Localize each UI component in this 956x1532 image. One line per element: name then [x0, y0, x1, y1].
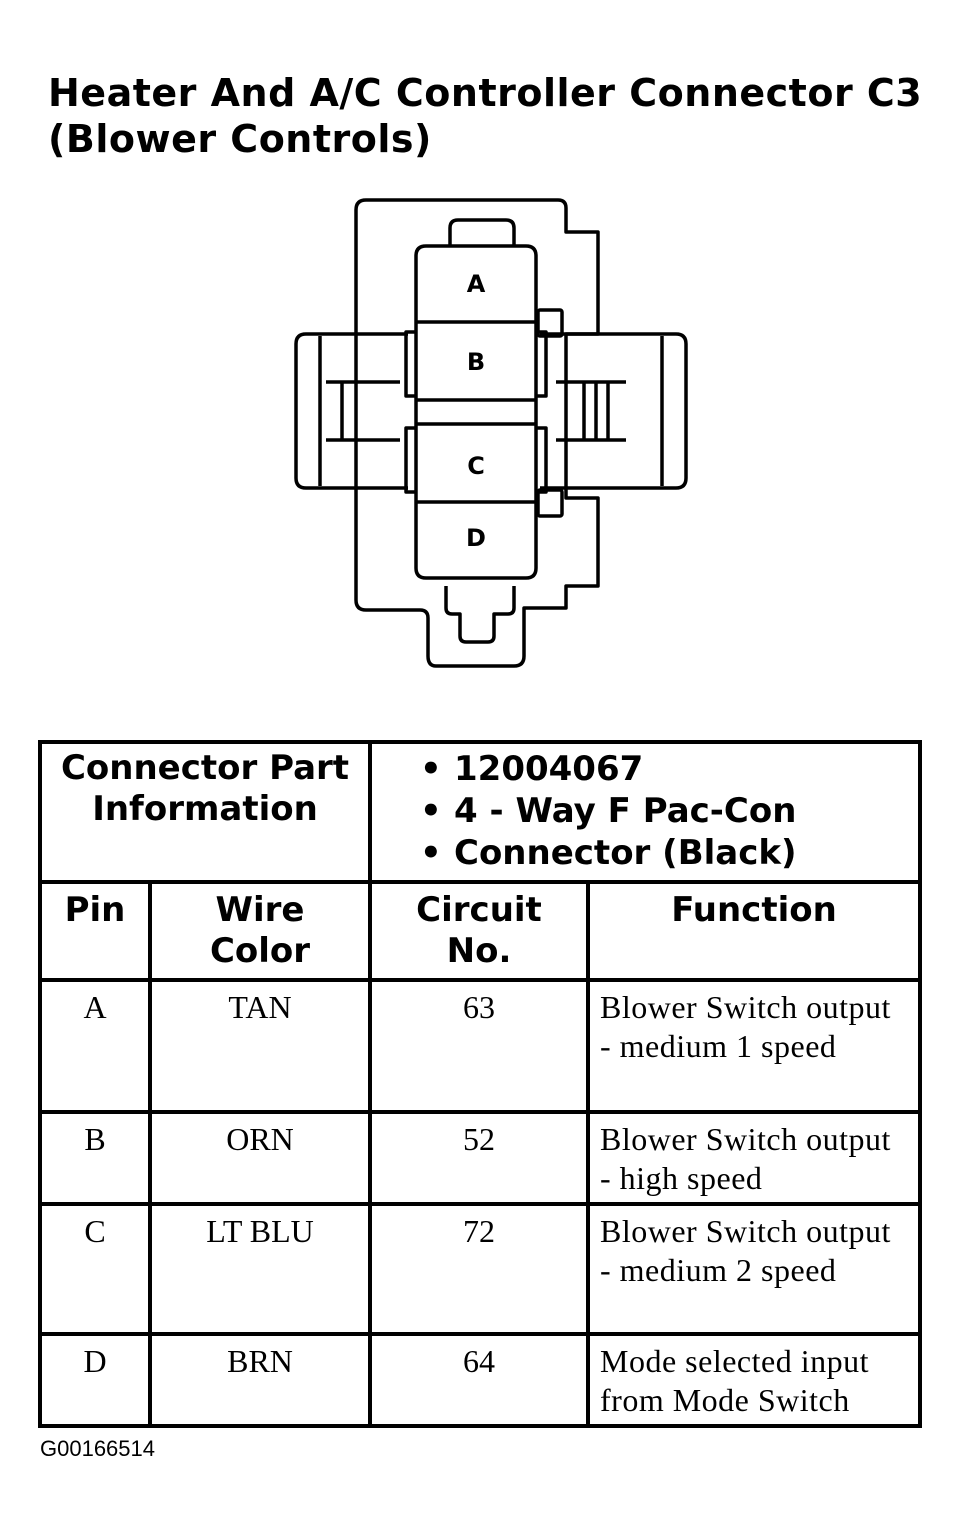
connector-type-continued: Connector (Black)	[420, 832, 918, 874]
col-header-pin-text: Pin	[64, 890, 126, 930]
column-header-row: Pin Wire Color Circuit No. Function	[38, 880, 923, 982]
col-header-wire-color: Wire Color	[148, 880, 372, 982]
col-header-circuit-line-1: Circuit	[416, 890, 542, 930]
part-number: 12004067	[420, 748, 918, 790]
title-line-1: Heater And A/C Controller Connector C3	[48, 71, 923, 115]
pin-label-d: D	[466, 524, 486, 552]
part-info-value: 12004067 4 - Way F Pac-Con Connector (Bl…	[367, 740, 923, 884]
table-row: A TAN 63 Blower Switch output - medium 1…	[38, 978, 923, 1114]
circuit-cell: 52	[368, 1110, 590, 1206]
pin-cell: D	[38, 1332, 152, 1428]
connector-type: 4 - Way F Pac-Con	[420, 790, 918, 832]
part-info-label-line-2: Information	[92, 789, 318, 829]
table-row: D BRN 64 Mode selected input from Mode S…	[38, 1332, 923, 1428]
part-info-row: Connector Part Information 12004067 4 - …	[38, 740, 923, 884]
function-cell: Blower Switch output - medium 1 speed	[585, 978, 923, 1114]
col-header-wire-color-line-1: Wire	[215, 890, 305, 930]
pin-label-a: A	[467, 270, 486, 298]
page-title: Heater And A/C Controller Connector C3 (…	[48, 70, 922, 162]
circuit-cell: 64	[368, 1332, 590, 1428]
part-info-list: 12004067 4 - Way F Pac-Con Connector (Bl…	[372, 744, 918, 874]
col-header-wire-color-line-2: Color	[209, 931, 311, 971]
title-line-2: (Blower Controls)	[48, 117, 432, 161]
circuit-cell: 63	[368, 978, 590, 1114]
col-header-circuit-line-2: No.	[446, 931, 512, 971]
col-header-function: Function	[585, 880, 923, 982]
connector-bottom-key	[444, 586, 516, 644]
wire-color-cell: BRN	[148, 1332, 372, 1428]
connector-top-latch	[448, 218, 516, 246]
part-info-label-line-1: Connector Part	[60, 748, 350, 788]
circuit-cell: 72	[368, 1202, 590, 1336]
col-header-circuit: Circuit No.	[368, 880, 590, 982]
pin-cell: B	[38, 1110, 152, 1206]
connector-info-table: Connector Part Information 12004067 4 - …	[38, 740, 923, 1428]
part-info-label: Connector Part Information	[38, 740, 372, 884]
connector-left-wing	[294, 332, 408, 490]
wire-color-cell: ORN	[148, 1110, 372, 1206]
function-cell: Blower Switch output - medium 2 speed	[585, 1202, 923, 1336]
table-row: B ORN 52 Blower Switch output - high spe…	[38, 1110, 923, 1206]
wire-color-cell: LT BLU	[148, 1202, 372, 1336]
wire-color-cell: TAN	[148, 978, 372, 1114]
connector-right-wing	[540, 332, 688, 490]
pin-cell: A	[38, 978, 152, 1114]
pin-label-b: B	[467, 348, 485, 376]
pin-label-c: C	[467, 452, 485, 480]
table-row: C LT BLU 72 Blower Switch output - mediu…	[38, 1202, 923, 1336]
connector-terminal-block	[414, 244, 538, 580]
connector-diagram: A B C D	[294, 198, 688, 668]
document-id: G00166514	[40, 1436, 155, 1461]
col-header-function-text: Function	[671, 890, 837, 930]
function-cell: Mode selected input from Mode Switch	[585, 1332, 923, 1428]
connector-outer-shell	[354, 198, 600, 668]
col-header-pin: Pin	[38, 880, 152, 982]
pin-cell: C	[38, 1202, 152, 1336]
function-cell: Blower Switch output - high speed	[585, 1110, 923, 1206]
